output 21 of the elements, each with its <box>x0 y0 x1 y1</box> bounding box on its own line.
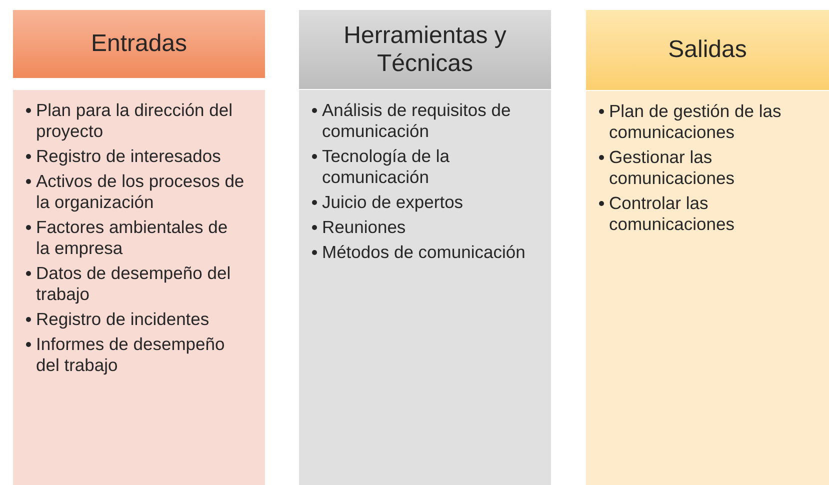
bullet-item: Activos de los procesos de la organización <box>26 171 245 213</box>
column-header: Herramientas y Técnicas <box>299 10 551 89</box>
column-panel <box>299 90 551 485</box>
bullet-item: Tecnología de la comunicación <box>312 146 531 188</box>
bullet-item: Juicio de expertos <box>312 192 531 213</box>
bullet-item: Gestionar las comunicaciones <box>599 147 809 189</box>
bullet-item: Plan para la dirección del proyecto <box>26 100 245 142</box>
bullet-item: Controlar las comunicaciones <box>599 193 809 235</box>
bullet-item: Registro de incidentes <box>26 309 245 330</box>
column-header: Salidas <box>586 10 829 90</box>
bullet-item: Registro de interesados <box>26 146 245 167</box>
bullet-item: Reuniones <box>312 217 531 238</box>
bullet-item: Análisis de requisitos de comunicación <box>312 100 531 142</box>
column-panel <box>13 90 265 485</box>
bullet-item: Factores ambientales de la empresa <box>26 217 245 259</box>
column-header: Entradas <box>13 10 265 78</box>
bullet-item: Datos de desempeño del trabajo <box>26 263 245 305</box>
bullet-item: Métodos de comunicación <box>312 242 531 263</box>
bullet-item: Informes de desempeño del trabajo <box>26 334 245 376</box>
bullet-item: Plan de gestión de las comunicaciones <box>599 101 809 143</box>
column-panel <box>586 91 829 485</box>
